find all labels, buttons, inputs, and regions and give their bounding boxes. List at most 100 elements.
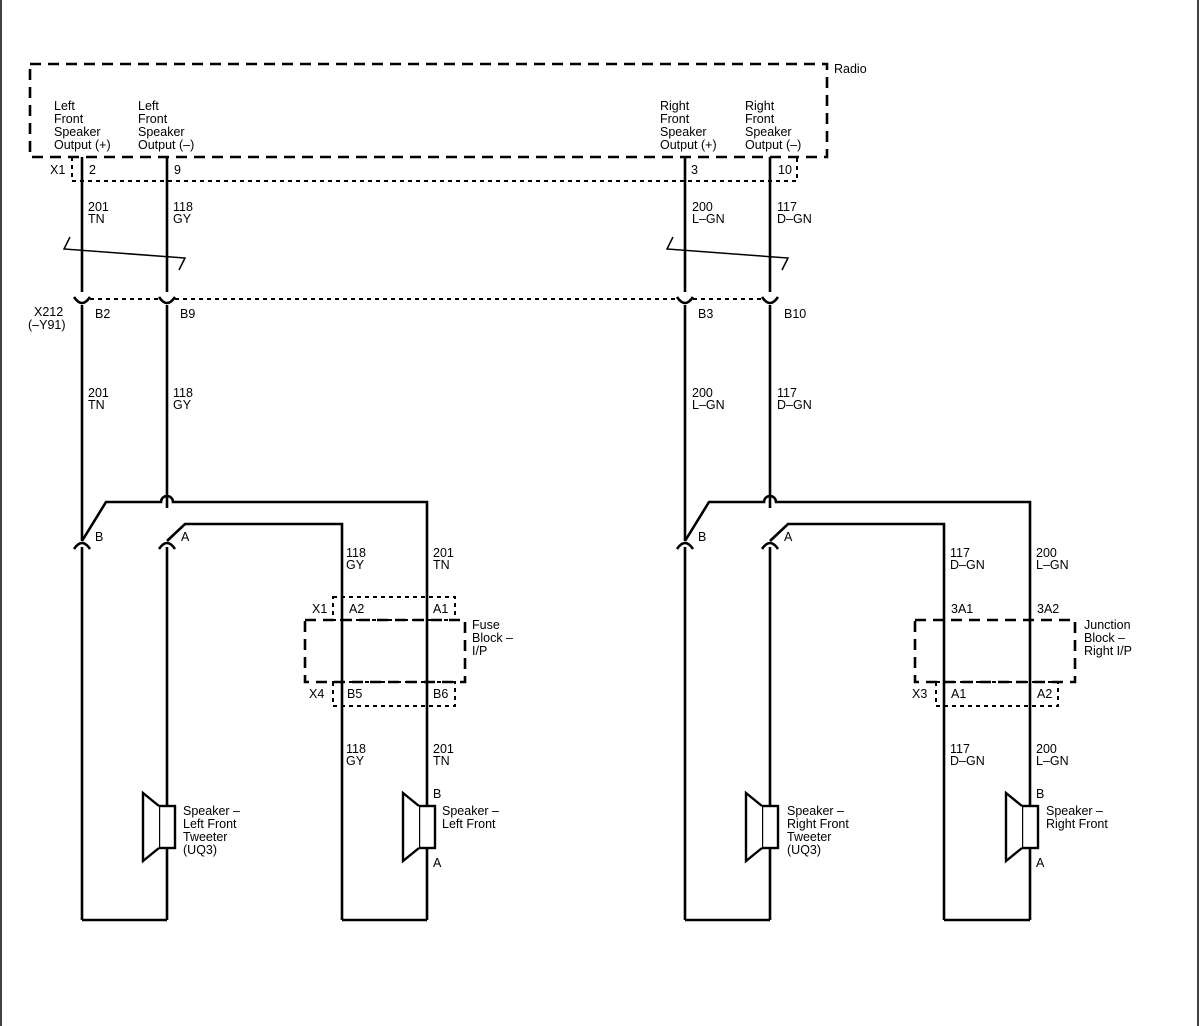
output-label-line: Output (–) — [138, 138, 194, 152]
speaker-cone-icon — [141, 790, 160, 864]
wire-color-label: D–GN — [950, 754, 985, 768]
pin-label: B2 — [95, 307, 110, 321]
output-label-line: Speaker — [745, 125, 792, 139]
wire-circuit-label: 201 — [433, 742, 454, 756]
wire-color-label: D–GN — [777, 212, 812, 226]
speaker-label-line: (UQ3) — [787, 843, 821, 857]
wire-118-branch — [166, 522, 344, 920]
radio-connector-x1 — [71, 157, 798, 182]
wire-color-label: L–GN — [1036, 558, 1069, 572]
wire-circuit-label: 118 — [173, 386, 193, 400]
wire-circuit-label: 201 — [88, 386, 109, 400]
connector-name: X212 — [34, 305, 63, 319]
fuse-block-ip: X1 A2 A1 X4 B5 B6 Fuse Block – I/P — [303, 596, 513, 707]
speaker-label-line: Right Front — [787, 817, 849, 831]
output-label-line: Output (–) — [745, 138, 801, 152]
splice-cup — [675, 541, 695, 550]
output-label-line: Speaker — [54, 125, 101, 139]
output-label-line: Speaker — [138, 125, 185, 139]
wire-color-label: D–GN — [777, 398, 812, 412]
wire-color-label: GY — [173, 212, 192, 226]
wire-circuit-label: 118 — [346, 546, 366, 560]
speaker-magnet-icon — [760, 804, 780, 850]
output-label-line: Front — [660, 112, 690, 126]
output-label-line: Output (+) — [660, 138, 717, 152]
junction-block-housing — [913, 618, 1077, 684]
wire-color-label: GY — [346, 754, 365, 768]
wire-circuit-label: 201 — [433, 546, 454, 560]
wire-circuit-label: 117 — [777, 386, 797, 400]
connector-cup — [157, 296, 177, 305]
speaker-label-line: Left Front — [442, 817, 496, 831]
radio-output-rf-plus: Right Front Speaker Output (+) — [660, 99, 717, 152]
speaker-pin-label: B — [1036, 787, 1044, 801]
speaker-label-line: Tweeter — [787, 830, 831, 844]
block-label-line: Fuse — [472, 618, 500, 632]
fuse-block-bottom-connector — [332, 681, 456, 707]
connector-cup — [72, 296, 92, 305]
block-label-line: I/P — [472, 644, 487, 658]
wire-117-branch — [769, 522, 946, 920]
radio-housing — [28, 62, 829, 159]
wire-color-label: TN — [433, 558, 450, 572]
pin-label: A1 — [433, 602, 448, 616]
output-label-line: Front — [745, 112, 775, 126]
radio-connector-label: X1 — [50, 163, 65, 177]
output-label-line: Left — [138, 99, 159, 113]
wire-circuit-label: 201 — [88, 200, 109, 214]
wire-circuit-label: 200 — [1036, 546, 1057, 560]
splice-cup — [157, 541, 177, 550]
speaker-cone-icon — [1004, 790, 1023, 864]
splice-pin-label: A — [181, 530, 190, 544]
radio-output-lf-minus: Left Front Speaker Output (–) — [138, 99, 194, 152]
speaker-label-line: Speaker – — [787, 804, 844, 818]
output-label-line: Right — [745, 99, 775, 113]
speaker-cone-icon — [744, 790, 763, 864]
radio-label: Radio — [834, 62, 867, 76]
wire-circuit-label: 117 — [950, 742, 970, 756]
inline-connector-x212: X212 (–Y91) B2 B9 B3 B10 — [28, 296, 806, 332]
pin-label: B3 — [698, 307, 713, 321]
wire-color-label: L–GN — [692, 398, 725, 412]
twisted-pair-symbol-right — [665, 236, 790, 271]
connector-name: X3 — [912, 687, 927, 701]
wire-circuit-label: 117 — [950, 546, 970, 560]
block-label-line: Junction — [1084, 618, 1131, 632]
speaker-pin-label: A — [1036, 856, 1045, 870]
output-label-line: Output (+) — [54, 138, 111, 152]
pin-label: A2 — [349, 602, 364, 616]
connector-option: (–Y91) — [28, 318, 66, 332]
wire-circuit-label: 118 — [346, 742, 366, 756]
pin-label: 2 — [89, 163, 96, 177]
pin-label: 10 — [778, 163, 792, 177]
pin-label: B10 — [784, 307, 806, 321]
pin-label: 3 — [691, 163, 698, 177]
output-label-line: Right — [660, 99, 690, 113]
wire-color-label: L–GN — [692, 212, 725, 226]
output-label-line: Left — [54, 99, 75, 113]
speaker-label-line: Left Front — [183, 817, 237, 831]
wire-200-branch — [683, 494, 1032, 920]
junction-block-bottom-connector — [935, 681, 1059, 707]
splice-cup — [72, 541, 92, 550]
speaker-pin-label: A — [433, 856, 442, 870]
wire-circuit-label: 117 — [777, 200, 797, 214]
speaker-label-line: Speaker – — [183, 804, 240, 818]
speaker-label-line: Speaker – — [1046, 804, 1103, 818]
wire-color-label: GY — [346, 558, 365, 572]
speaker-magnet-icon — [1020, 804, 1040, 850]
wire-circuit-label: 200 — [692, 386, 713, 400]
speaker-label-line: Tweeter — [183, 830, 227, 844]
connector-cup — [760, 296, 780, 305]
speaker-pin-label: B — [433, 787, 441, 801]
splice-cup — [760, 541, 780, 550]
twisted-pair-symbol-left — [62, 236, 187, 271]
wire-color-label: TN — [88, 212, 105, 226]
speaker-right-front: B A Speaker – Right Front — [1004, 787, 1108, 870]
wire-color-label: GY — [173, 398, 192, 412]
pin-label: A2 — [1037, 687, 1052, 701]
junction-block-right-ip: 3A1 3A2 X3 A1 A2 Junction Block – Right … — [912, 602, 1132, 707]
speaker-label-line: Right Front — [1046, 817, 1108, 831]
wire-circuit-label: 200 — [1036, 742, 1057, 756]
radio-output-lf-plus: Left Front Speaker Output (+) — [54, 99, 111, 152]
